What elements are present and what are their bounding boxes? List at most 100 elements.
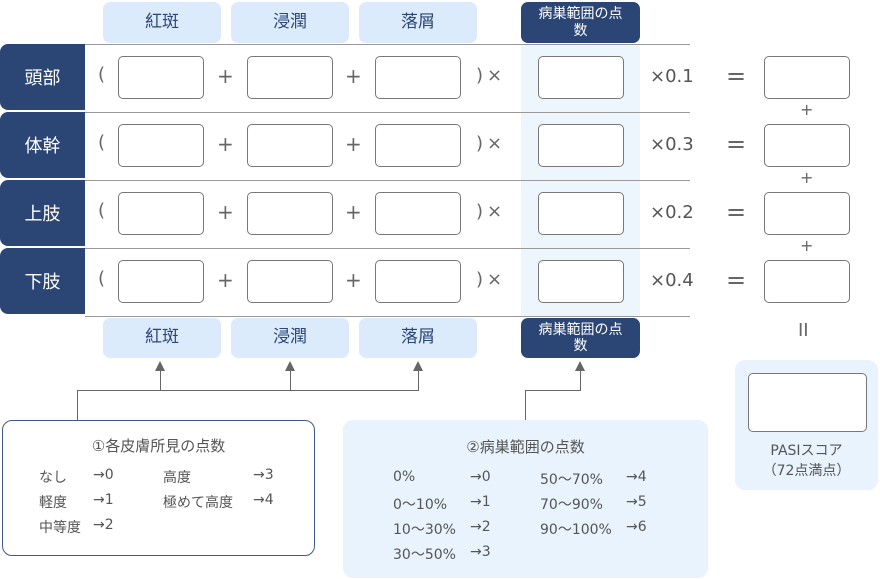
region-result-input[interactable] (764, 192, 850, 235)
equals: = (726, 130, 747, 158)
open-paren: ( (98, 132, 106, 153)
plus: + (345, 64, 362, 88)
pasi-label: PASIスコア (770, 443, 843, 459)
infiltration-input[interactable] (247, 260, 333, 303)
header-desquamation: 落屑 (359, 2, 477, 43)
pasi-score-input[interactable] (748, 373, 867, 432)
open-paren: ( (98, 64, 106, 85)
desquamation-input[interactable] (375, 56, 461, 99)
skin-findings-legend: ①各皮膚所見の点数 なし→0 軽度→1 中等度→2 高度→3 極めて高度→4 (2, 420, 315, 556)
connector (77, 390, 78, 420)
connector (525, 390, 581, 391)
erythema-input[interactable] (118, 260, 204, 303)
region-result-input[interactable] (764, 260, 850, 303)
pasi-sub: （72点満点） (762, 463, 851, 479)
weight-factor: ×0.2 (650, 202, 694, 223)
close-times: )× (476, 65, 507, 86)
arrow-up-icon (413, 361, 423, 371)
desquamation-input[interactable] (375, 192, 461, 235)
open-paren: ( (98, 200, 106, 221)
erythema-input[interactable] (118, 192, 204, 235)
weight-factor: ×0.3 (650, 134, 694, 155)
close-times: )× (476, 269, 507, 290)
connector (77, 390, 419, 391)
desquamation-input[interactable] (375, 124, 461, 167)
legend-score: →6 (626, 519, 647, 535)
legend-title: ①各皮膚所見の点数 (91, 437, 226, 455)
connector (418, 370, 419, 390)
plus: + (217, 268, 234, 292)
legend-label: 70〜90% (540, 497, 603, 513)
plus: + (345, 200, 362, 224)
legend-label: 30〜50% (393, 547, 456, 563)
legend-score: →4 (253, 492, 274, 508)
legend-score: →3 (470, 544, 491, 560)
connector (290, 370, 291, 390)
region-result-input[interactable] (764, 56, 850, 99)
weight-factor: ×0.4 (650, 270, 694, 291)
pasi-panel: PASIスコア （72点満点） (735, 360, 878, 490)
legend-score: →2 (93, 517, 114, 533)
infiltration-input[interactable] (247, 124, 333, 167)
legend-label: 0〜10% (393, 497, 448, 513)
arrow-up-icon (285, 361, 295, 371)
area-input[interactable] (538, 192, 624, 235)
plus: + (217, 132, 234, 156)
footer-area: 病巣範囲の点数 (521, 318, 640, 358)
connector (525, 390, 526, 420)
area-input[interactable] (538, 124, 624, 167)
plus: + (217, 200, 234, 224)
divider (85, 180, 690, 181)
legend-label: 極めて高度 (163, 495, 233, 511)
desquamation-input[interactable] (375, 260, 461, 303)
legend-label: 高度 (163, 470, 191, 486)
footer-infiltration: 浸潤 (231, 318, 349, 358)
equals: = (726, 62, 747, 90)
connector (160, 370, 161, 390)
legend-label: 軽度 (39, 495, 67, 511)
header-infiltration: 浸潤 (231, 2, 349, 43)
close-times: )× (476, 201, 507, 222)
legend-score: →4 (626, 469, 647, 485)
area-input[interactable] (538, 56, 624, 99)
infiltration-input[interactable] (247, 192, 333, 235)
erythema-input[interactable] (118, 124, 204, 167)
plus: + (800, 100, 814, 119)
legend-score: →2 (470, 519, 491, 535)
equals-vertical: II (798, 320, 809, 341)
legend-label: なし (39, 470, 67, 486)
row-label: 頭部 (0, 44, 85, 110)
divider (85, 316, 690, 317)
erythema-input[interactable] (118, 56, 204, 99)
area-score-legend: ②病巣範囲の点数 0%→0 0〜10%→1 10〜30%→2 30〜50%→3 … (343, 420, 708, 578)
divider (85, 44, 690, 45)
area-input[interactable] (538, 260, 624, 303)
region-result-input[interactable] (764, 124, 850, 167)
legend-title: ②病巣範囲の点数 (466, 438, 585, 456)
legend-label: 90〜100% (540, 522, 612, 538)
divider (85, 112, 690, 113)
legend-score: →3 (253, 467, 274, 483)
row-label: 体幹 (0, 112, 85, 178)
plus: + (345, 268, 362, 292)
footer-erythema: 紅斑 (103, 318, 221, 358)
plus: + (217, 64, 234, 88)
divider (85, 248, 690, 249)
plus: + (345, 132, 362, 156)
footer-desquamation: 落屑 (359, 318, 477, 358)
legend-score: →5 (626, 494, 647, 510)
legend-label: 10〜30% (393, 522, 456, 538)
legend-score: →1 (470, 494, 491, 510)
weight-factor: ×0.1 (650, 66, 694, 87)
equals: = (726, 266, 747, 294)
header-area: 病巣範囲の点数 (521, 2, 640, 43)
infiltration-input[interactable] (247, 56, 333, 99)
equals: = (726, 198, 747, 226)
legend-label: 中等度 (39, 520, 81, 536)
open-paren: ( (98, 268, 106, 289)
legend-label: 0% (393, 469, 416, 485)
legend-score: →0 (470, 469, 491, 485)
header-erythema: 紅斑 (103, 2, 221, 43)
arrow-up-icon (155, 361, 165, 371)
row-label: 上肢 (0, 180, 85, 246)
